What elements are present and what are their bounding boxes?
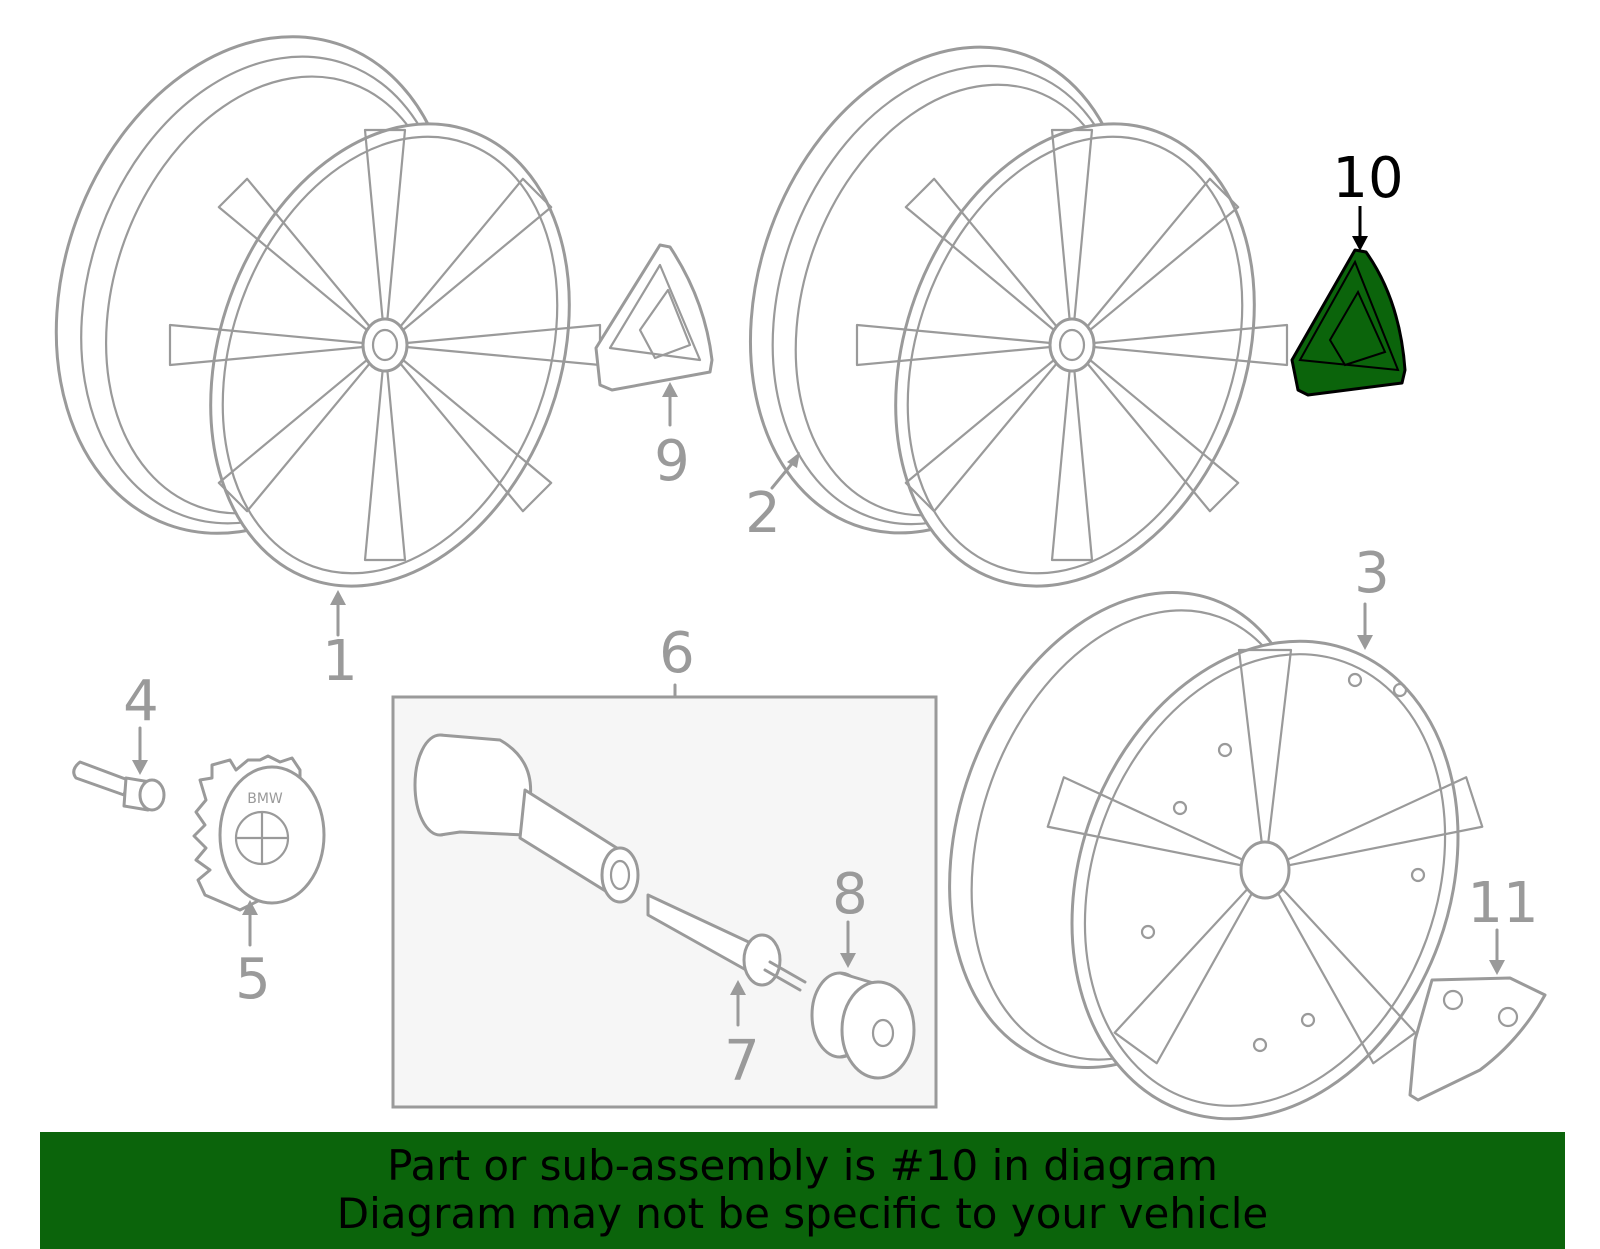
- part-8-valve-cap[interactable]: [810, 971, 916, 1080]
- wheel-1[interactable]: [0, 0, 631, 637]
- part-6-tpms-kit-box[interactable]: [391, 683, 938, 1109]
- callout-8[interactable]: 8: [832, 862, 868, 927]
- callout-10[interactable]: 10: [1332, 146, 1403, 211]
- callout-9[interactable]: 9: [654, 429, 690, 494]
- callout-7[interactable]: 7: [724, 1029, 760, 1094]
- callout-5[interactable]: 5: [235, 947, 271, 1012]
- callout-4[interactable]: 4: [123, 669, 159, 734]
- info-banner: Part or sub-assembly is #10 in diagram D…: [40, 1132, 1565, 1249]
- callout-11[interactable]: 11: [1467, 871, 1538, 936]
- part-11-plate[interactable]: [1408, 976, 1547, 1102]
- banner-line-2: Diagram may not be specific to your vehi…: [336, 1189, 1269, 1238]
- callout-6[interactable]: 6: [659, 621, 695, 686]
- callout-2[interactable]: 2: [745, 481, 781, 546]
- part-7-valve-core[interactable]: [646, 893, 807, 992]
- wheel-3[interactable]: [886, 542, 1522, 1174]
- part-4-bolt[interactable]: [72, 760, 166, 812]
- part-10-cover-highlighted[interactable]: [1290, 248, 1407, 397]
- callout-1[interactable]: 1: [322, 629, 358, 694]
- emblem-text: BMW: [247, 791, 283, 807]
- valve-stem: [413, 733, 640, 904]
- callout-3[interactable]: 3: [1354, 541, 1390, 606]
- part-9-cover[interactable]: [594, 243, 714, 392]
- leader-arrows: [132, 206, 1505, 1027]
- part-5-emblem[interactable]: BMW: [192, 754, 326, 912]
- wheel-2[interactable]: [685, 0, 1316, 637]
- banner-line-1: Part or sub-assembly is #10 in diagram: [387, 1141, 1218, 1190]
